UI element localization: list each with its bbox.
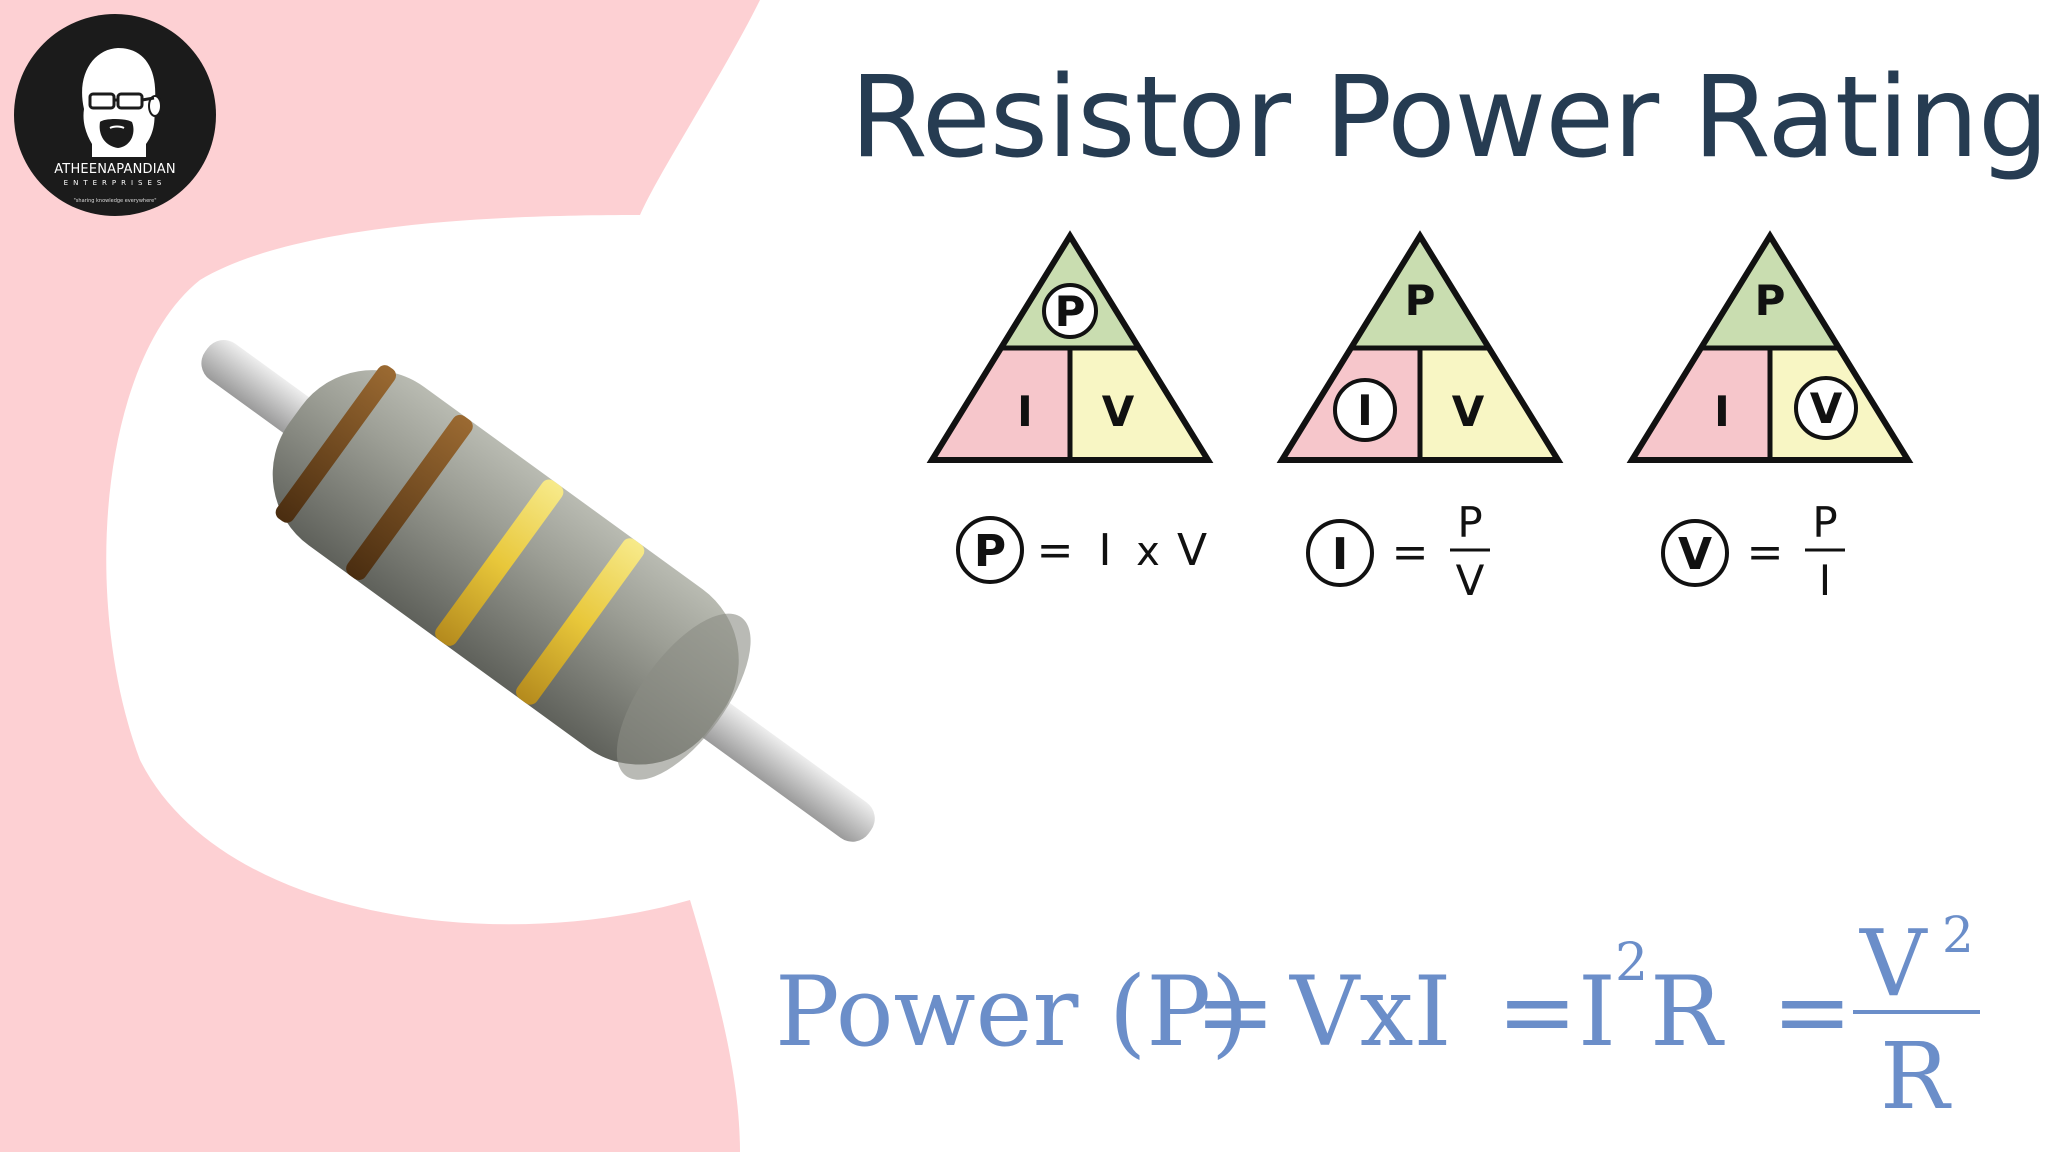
pink-background: [0, 0, 760, 1152]
equation-current: I = P V: [1306, 498, 1490, 605]
power-formula: Power (P) = VxI = I 2 R = V 2 R: [775, 910, 1980, 1130]
power-expr-vxi: VxI: [1289, 956, 1451, 1068]
power-eq1: =: [1195, 956, 1275, 1068]
triangle-voltage: P I V: [1626, 230, 1914, 463]
band-brown-2: [346, 414, 473, 580]
band-gold-2: [516, 538, 645, 705]
power-den: R: [1880, 1023, 1952, 1130]
eq1-op: x: [1136, 529, 1160, 575]
band-brown-1: [275, 365, 397, 523]
tri2-v: V: [1452, 387, 1485, 436]
power-num-base: V: [1859, 910, 1928, 1017]
power-eq3: =: [1772, 956, 1852, 1068]
eq3-num: P: [1812, 498, 1837, 547]
power-r: R: [1650, 956, 1725, 1068]
eq3-equals: =: [1747, 527, 1784, 578]
eq2-num: P: [1457, 498, 1482, 547]
eq3-den: I: [1819, 556, 1831, 605]
eq1-lhs: P: [974, 526, 1006, 577]
power-i-base: I: [1578, 956, 1616, 1068]
eq2-equals: =: [1392, 527, 1429, 578]
company-logo: ATHEENAPANDIAN ENTERPRISES "sharing know…: [14, 14, 216, 216]
tri1-i: I: [1017, 387, 1033, 436]
power-eq2: =: [1497, 956, 1577, 1068]
band-gold-1: [435, 479, 564, 646]
logo-sub-text: ENTERPRISES: [63, 179, 167, 187]
eq1-equals: =: [1037, 525, 1074, 576]
tri2-i: I: [1357, 386, 1373, 435]
equation-power: P = I x V: [956, 516, 1207, 584]
tri3-v: V: [1810, 384, 1843, 433]
tri1-v: V: [1102, 387, 1135, 436]
eq1-b: V: [1177, 525, 1207, 576]
tri3-p: P: [1755, 276, 1786, 325]
power-i-exp: 2: [1615, 933, 1648, 993]
power-label: Power (P): [775, 956, 1248, 1068]
eq2-den: V: [1456, 556, 1485, 605]
tri1-p: P: [1055, 287, 1086, 336]
eq1-a: I: [1099, 525, 1112, 576]
eq2-lhs: I: [1332, 529, 1348, 580]
tri2-p: P: [1405, 276, 1436, 325]
eq3-lhs: V: [1678, 529, 1712, 580]
tri3-i: I: [1714, 387, 1730, 436]
equation-voltage: V = P I: [1661, 498, 1845, 605]
power-num-exp: 2: [1942, 910, 1974, 964]
logo-tagline: "sharing knowledge everywhere": [73, 198, 157, 204]
triangle-current: P I V: [1276, 230, 1564, 463]
logo-brand-text: ATHEENAPANDIAN: [54, 162, 176, 177]
page-title: Resistor Power Rating: [850, 53, 2048, 183]
logo-avatar-icon: [14, 14, 216, 216]
triangle-power: P I V: [926, 230, 1214, 463]
